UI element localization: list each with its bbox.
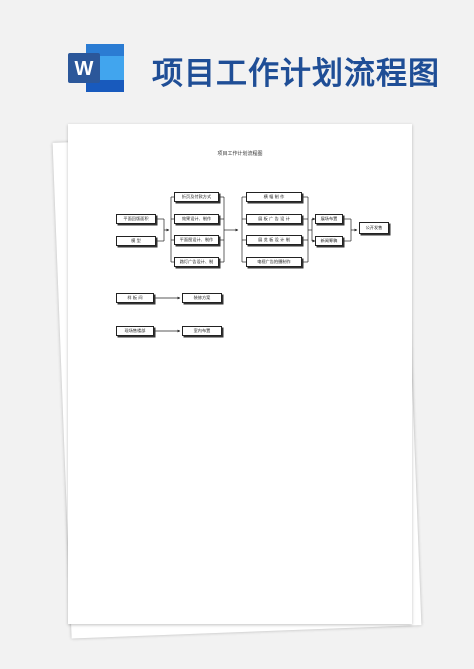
svg-text:W: W (75, 58, 94, 80)
flow-box: 展 览 板 设 计 制 (246, 235, 302, 245)
document-title: 项目工作计划流程图 (217, 151, 263, 157)
flow-box: 横 幅 制 作 (246, 192, 302, 202)
document-page: 项目工作计划流程图 (68, 124, 412, 624)
flow-box: 展场布置 (315, 214, 343, 224)
flow-box-final: 公开发售 (359, 222, 389, 234)
word-logo-icon: W (68, 44, 124, 92)
flow-box: 新闻筹稿 (315, 236, 343, 246)
banner-title: 项目工作计划流程图 (152, 56, 440, 92)
flow-connectors (154, 196, 358, 333)
flow-box: 折页及付款方式 (174, 192, 219, 202)
flow-box: 室内布置 (182, 326, 222, 336)
flow-box: 装修方案 (182, 293, 222, 303)
flow-box: 路灯广告设计、制 (174, 257, 219, 267)
flow-box: 模 型 (116, 236, 156, 246)
flow-box: 样 板 间 (116, 293, 154, 303)
banner: W 项目工作计划流程图 (0, 0, 474, 118)
flow-box: 平面回版面积 (116, 214, 156, 224)
flow-box: 平面图设计、制作 (174, 235, 219, 245)
flow-box: 展 板 广 告 设 计 (246, 214, 302, 224)
flow-box: 电视广告拍摄制作 (246, 257, 302, 267)
flow-box: 现场售楼部 (116, 326, 154, 336)
flow-box: 效果设计、制作 (174, 214, 219, 224)
